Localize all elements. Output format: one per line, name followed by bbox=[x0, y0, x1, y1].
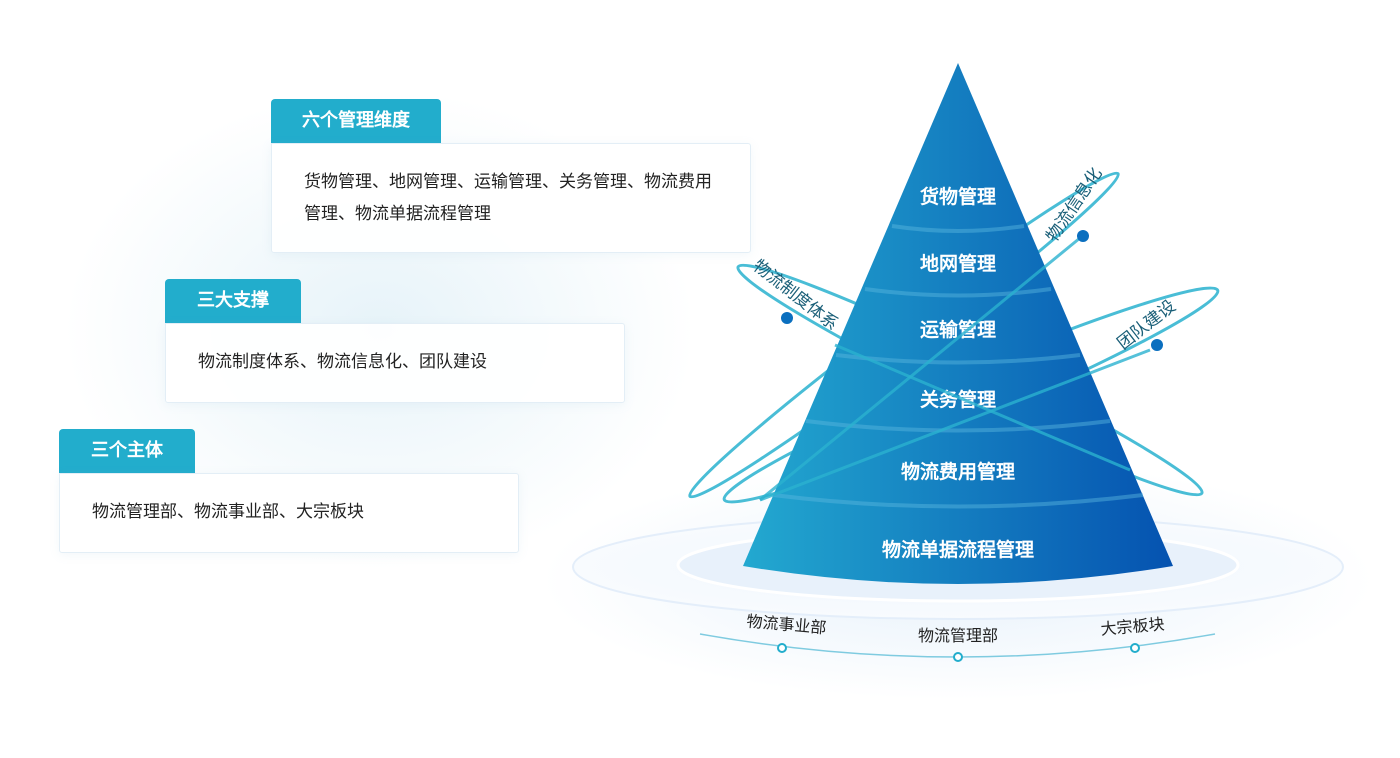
pyramid-tier-label: 物流费用管理 bbox=[901, 460, 1015, 483]
card-title: 三个主体 bbox=[59, 429, 195, 473]
card-text: 货物管理、地网管理、运输管理、关务管理、物流费用管理、物流单据流程管理 bbox=[271, 143, 751, 253]
orbit-label: 物流信息化 bbox=[1043, 164, 1107, 246]
base-dot bbox=[953, 652, 963, 662]
card-three-entities: 三个主体 物流管理部、物流事业部、大宗板块 bbox=[59, 429, 519, 553]
pyramid-tier-label: 货物管理 bbox=[920, 185, 996, 208]
card-six-dimensions: 六个管理维度 货物管理、地网管理、运输管理、关务管理、物流费用管理、物流单据流程… bbox=[271, 99, 751, 253]
base-label: 物流管理部 bbox=[918, 626, 998, 645]
pyramid-tier-label: 地网管理 bbox=[920, 252, 996, 275]
base-dot bbox=[777, 643, 787, 653]
pyramid-tier-label: 物流单据流程管理 bbox=[882, 538, 1034, 561]
orbit-dot bbox=[781, 312, 793, 324]
orbit-dot bbox=[1077, 230, 1089, 242]
card-text: 物流管理部、物流事业部、大宗板块 bbox=[59, 473, 519, 553]
pyramid bbox=[743, 63, 1173, 584]
orbit-label: 团队建设 bbox=[1114, 296, 1180, 354]
base-label: 大宗板块 bbox=[1100, 614, 1165, 639]
card-text: 物流制度体系、物流信息化、团队建设 bbox=[165, 323, 625, 403]
orbit-dot bbox=[1151, 339, 1163, 351]
card-title: 六个管理维度 bbox=[271, 99, 441, 143]
card-title: 三大支撑 bbox=[165, 279, 301, 323]
orbit-label: 物流制度体系 bbox=[749, 256, 842, 335]
base-dot bbox=[1130, 643, 1140, 653]
card-three-supports: 三大支撑 物流制度体系、物流信息化、团队建设 bbox=[165, 279, 625, 403]
